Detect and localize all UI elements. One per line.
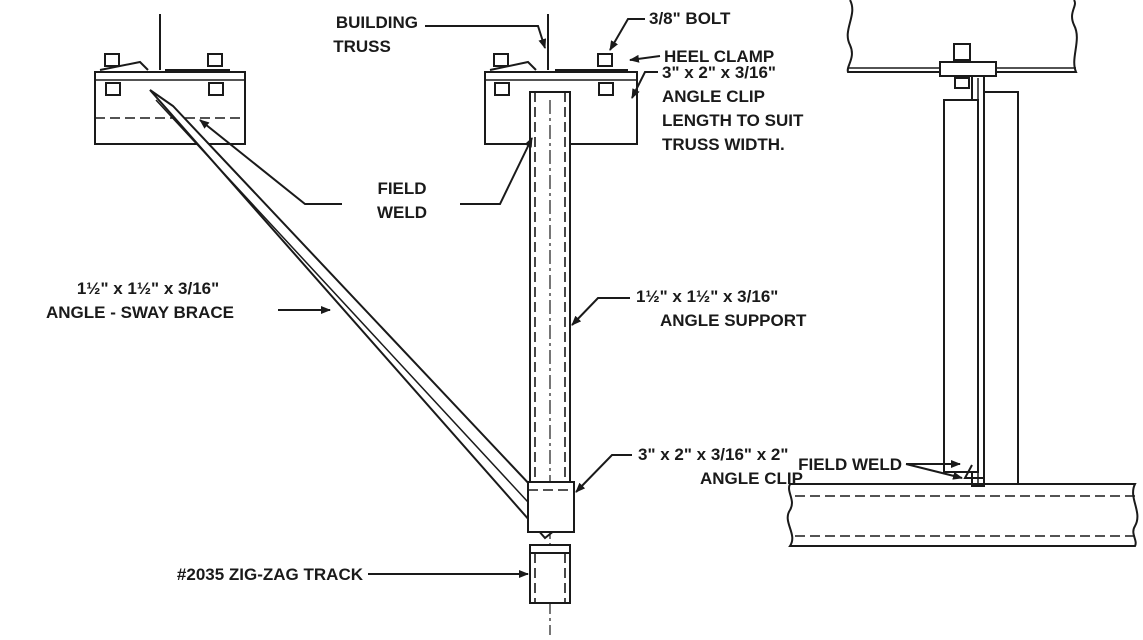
leader-angle-support [571,297,630,326]
label-angle-clip-3: LENGTH TO SUIT [662,111,804,130]
left-heel-clamp [99,60,149,71]
center-heel-clamp [489,60,537,71]
leader-heel-clamp [629,54,661,63]
label-angle-clip-2: ANGLE CLIP [662,87,765,106]
labels: BUILDING TRUSS 3/8" BOLT HEEL CLAMP 3" x… [46,9,902,584]
label-angle-support-2: ANGLE SUPPORT [660,311,807,330]
center-bolt-1 [493,53,509,67]
side-bolt [953,43,971,61]
label-angle-support-1: 1½" x 1½" x 3/16" [636,287,778,306]
leader-lines [199,18,963,578]
side-clip-flange [939,61,997,77]
side-track [786,483,1139,547]
center-nut-1 [494,82,510,96]
label-weld: WELD [377,203,427,222]
label-truss: TRUSS [333,37,391,56]
label-building: BUILDING [336,13,418,32]
leader-small-clip [575,454,632,493]
zigzag-track-section [529,544,571,604]
label-small-clip-2: ANGLE CLIP [700,469,803,488]
label-sway-brace-2: ANGLE - SWAY BRACE [46,303,234,322]
leader-field-weld-left [199,119,342,205]
left-bolt-1 [104,53,120,67]
label-small-clip-1: 3" x 2" x 3/16" x 2" [638,445,788,464]
side-elevation [786,0,1139,547]
side-angle-clip [983,91,1019,485]
leader-field-weld-center [460,137,533,205]
side-nut [954,77,970,89]
label-zigzag-track: #2035 ZIG-ZAG TRACK [177,565,364,584]
center-nut-2 [598,82,614,96]
label-angle-clip-4: TRUSS WIDTH. [662,135,785,154]
center-assembly [484,14,638,635]
left-nut-1 [105,82,121,96]
leader-bolt [609,18,645,51]
label-heel-clamp: HEEL CLAMP [664,47,774,66]
label-field: FIELD [377,179,426,198]
label-sway-brace-1: 1½" x 1½" x 3/16" [77,279,219,298]
label-bolt: 3/8" BOLT [649,9,731,28]
leader-building-truss [425,25,547,49]
leader-field-weld-side-2 [905,463,963,480]
left-nut-2 [208,82,224,96]
label-angle-clip-1: 3" x 2" x 3/16" [662,63,776,82]
label-field-weld-side: FIELD WELD [798,455,902,474]
side-field-weld [963,464,985,479]
center-bolt-2 [597,53,613,67]
side-support-angle [943,99,979,473]
left-bolt-2 [207,53,223,67]
leader-angle-clip [631,71,658,99]
